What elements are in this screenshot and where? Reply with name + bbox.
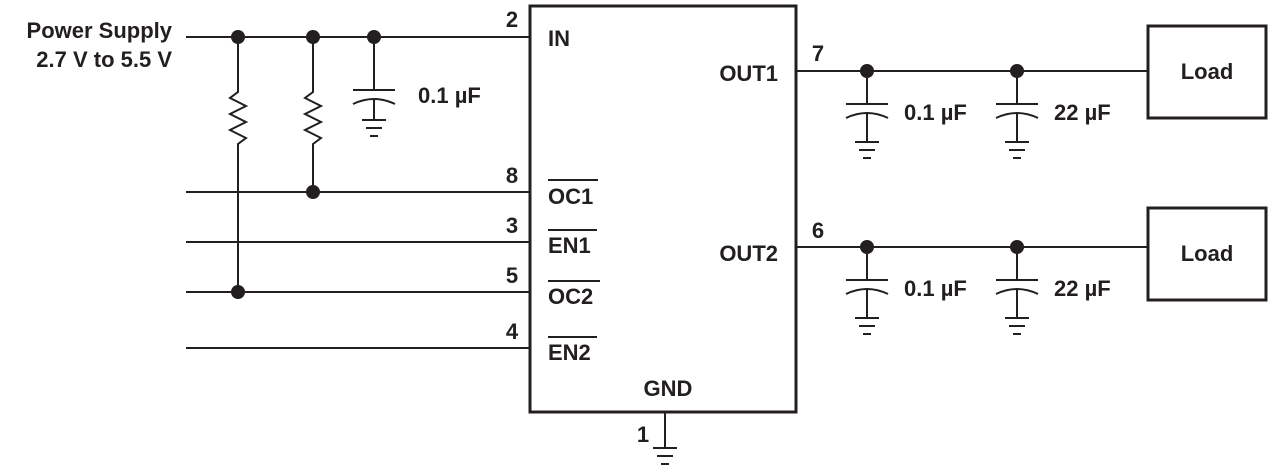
ic-body xyxy=(528,4,798,414)
pin-label-out1: OUT1 xyxy=(719,61,778,86)
pin-number-en1: 3 xyxy=(506,213,518,238)
out2-small-capacitor xyxy=(845,247,889,335)
pin-label-oc2: OC2 xyxy=(548,284,593,309)
pin-label-oc1: OC1 xyxy=(548,184,593,209)
pin-number-in: 2 xyxy=(506,7,518,32)
out1-bulk-capacitor-value: 22 µF xyxy=(1054,100,1111,125)
pin-label-in: IN xyxy=(548,26,570,51)
pin-number-oc1: 8 xyxy=(506,163,518,188)
input-capacitor-value: 0.1 µF xyxy=(418,83,481,108)
pin-number-gnd: 1 xyxy=(637,422,649,447)
out1-bulk-capacitor xyxy=(995,71,1039,159)
pullup-resistor-oc2 xyxy=(227,37,249,292)
pin-label-en2: EN2 xyxy=(548,340,591,365)
load-box-2 xyxy=(1146,206,1268,302)
pin-label-out2: OUT2 xyxy=(719,241,778,266)
load-label-2: Load xyxy=(1181,241,1234,266)
supply-label: Power Supply xyxy=(27,18,173,43)
load-box-1 xyxy=(1146,24,1268,120)
pin-number-oc2: 5 xyxy=(506,263,518,288)
load-label-1: Load xyxy=(1181,59,1234,84)
out2-bulk-capacitor xyxy=(995,247,1039,335)
out2-small-capacitor-value: 0.1 µF xyxy=(904,276,967,301)
supply-voltage-range: 2.7 V to 5.5 V xyxy=(36,47,172,72)
input-capacitor xyxy=(352,37,396,137)
ic-ground-symbol xyxy=(653,412,677,465)
out2-bulk-capacitor-value: 22 µF xyxy=(1054,276,1111,301)
out1-small-capacitor-value: 0.1 µF xyxy=(904,100,967,125)
pin-label-en1: EN1 xyxy=(548,233,591,258)
pullup-resistor-oc1 xyxy=(302,37,324,192)
pin-label-gnd: GND xyxy=(644,376,693,401)
pin-number-out2: 6 xyxy=(812,218,824,243)
out1-small-capacitor xyxy=(845,71,889,159)
pin-number-en2: 4 xyxy=(506,319,519,344)
pin-number-out1: 7 xyxy=(812,41,824,66)
